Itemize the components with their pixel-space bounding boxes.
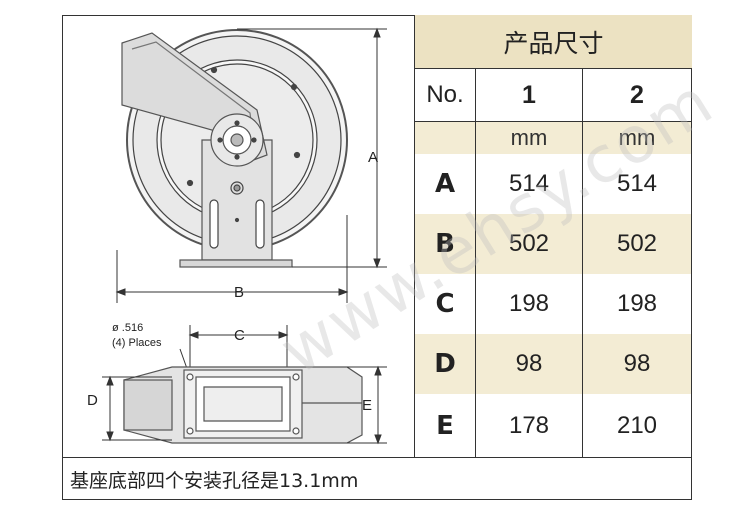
hose-reel-drawing: A B ø .516 (4) Places C: [62, 15, 414, 457]
dimension-table: 产品尺寸 No. 1 2 mm mm A 514 514 B 502 502 C…: [414, 15, 692, 457]
row-label-a: A: [415, 154, 476, 214]
value-a-2: 514: [583, 154, 691, 214]
table-row: D 98 98: [415, 334, 692, 394]
table-row: C 198 198: [415, 274, 692, 334]
value-e-1: 178: [476, 394, 583, 457]
dim-e-label: E: [362, 397, 372, 414]
value-c-2: 198: [583, 274, 691, 334]
column-1-header: 1: [476, 69, 583, 121]
table-row: B 502 502: [415, 214, 692, 274]
unit-blank: [415, 122, 476, 154]
dimension-a: [237, 27, 387, 269]
dim-b-label: B: [234, 284, 244, 301]
no-label: No.: [415, 69, 476, 121]
unit-col-2: mm: [583, 122, 691, 154]
value-c-1: 198: [476, 274, 583, 334]
dim-d-label: D: [87, 392, 98, 409]
table-row: E 178 210: [415, 394, 692, 457]
dimension-e: [347, 365, 387, 445]
hole-places-label: (4) Places: [112, 337, 162, 349]
value-b-2: 502: [583, 214, 691, 274]
dimension-c: [188, 325, 289, 370]
value-b-1: 502: [476, 214, 583, 274]
column-2-header: 2: [583, 69, 691, 121]
reel-bottom-view: [123, 366, 363, 444]
value-e-2: 210: [583, 394, 691, 457]
table-unit-row: mm mm: [415, 121, 692, 154]
table-row: A 514 514: [415, 154, 692, 214]
row-label-b: B: [415, 214, 476, 274]
dim-c-label: C: [234, 327, 245, 344]
row-label-c: C: [415, 274, 476, 334]
mounting-hole-note: 基座底部四个安装孔径是13.1mm: [62, 457, 692, 500]
reel-front-view: [121, 29, 348, 268]
value-d-1: 98: [476, 334, 583, 394]
hole-diameter-label: ø .516: [112, 322, 143, 334]
reel-diagram-svg: A B ø .516 (4) Places C: [87, 27, 387, 445]
table-header-row: No. 1 2: [415, 69, 692, 121]
dimension-d: [102, 375, 172, 442]
value-d-2: 98: [583, 334, 691, 394]
unit-col-1: mm: [476, 122, 583, 154]
dim-a-label: A: [368, 149, 378, 166]
row-label-d: D: [415, 334, 476, 394]
value-a-1: 514: [476, 154, 583, 214]
row-label-e: E: [415, 394, 476, 457]
dimension-b: [115, 215, 349, 303]
table-title: 产品尺寸: [415, 15, 692, 69]
